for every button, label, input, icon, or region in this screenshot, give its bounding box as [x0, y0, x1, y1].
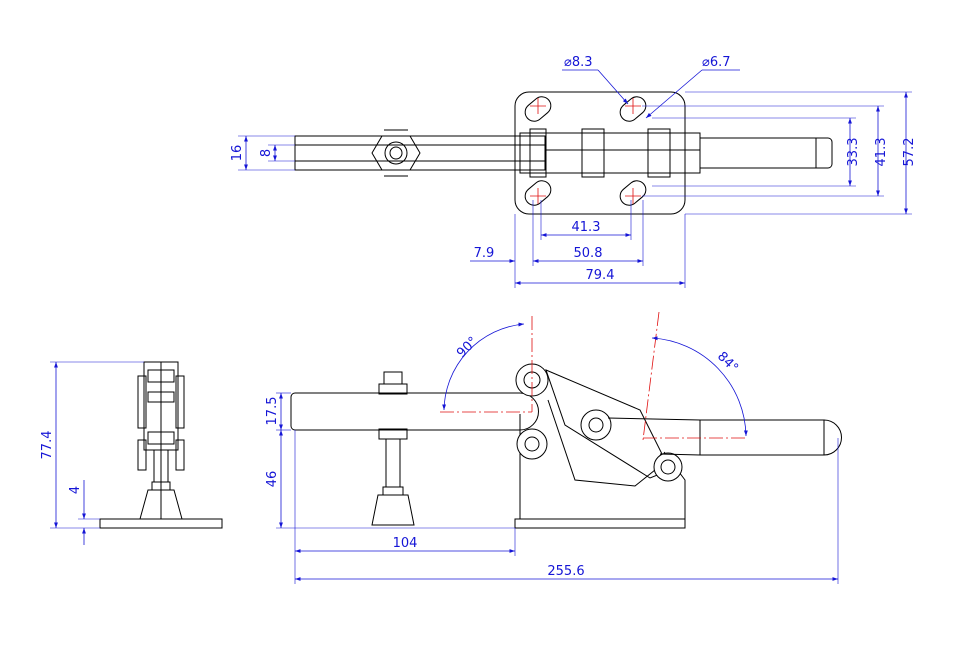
- dim-hole-small-dia: ⌀6.7: [702, 55, 731, 70]
- end-view-base-plate: [99, 518, 223, 529]
- dim-angle-90: 90°: [454, 334, 481, 361]
- dim-spacing-50-8: 50.8: [574, 246, 603, 261]
- end-view: 77.4 4: [40, 361, 223, 545]
- front-view-handle-grip: [699, 419, 825, 456]
- dim-base-79-4: 79.4: [586, 268, 615, 283]
- dim-hole-large-dia: ⌀8.3: [564, 55, 593, 70]
- front-view-spindle-tip: [371, 494, 415, 526]
- dim-length-255-6: 255.6: [547, 564, 584, 579]
- top-view: 16 8 ⌀8.3 ⌀6.7 33.3 41.3 57.2: [230, 55, 917, 288]
- top-view-spindle-nut: [371, 135, 421, 171]
- dim-height-41-3-right: 41.3: [874, 138, 889, 167]
- top-view-mounting-holes: [524, 96, 647, 206]
- top-view-dimensions: 16 8 ⌀8.3 ⌀6.7 33.3 41.3 57.2: [230, 55, 917, 288]
- top-view-handle: [699, 137, 833, 169]
- dim-height-57-2: 57.2: [902, 138, 917, 167]
- front-view: 90° 84° 17.5 46 104 255.6: [265, 311, 842, 584]
- dim-offset-7-9: 7.9: [474, 246, 495, 261]
- top-view-arm: [294, 135, 546, 171]
- dim-height-46: 46: [265, 471, 280, 488]
- front-view-base-plate: [514, 518, 686, 529]
- dim-height-77-4: 77.4: [40, 431, 55, 460]
- dim-height-17-5: 17.5: [265, 397, 280, 426]
- dim-height-33-3: 33.3: [846, 138, 861, 167]
- dim-thickness-4: 4: [68, 486, 83, 494]
- top-view-base-plate: [514, 91, 686, 215]
- dim-length-104: 104: [393, 536, 418, 551]
- dim-spacing-41-3: 41.3: [572, 220, 601, 235]
- front-view-arm: [290, 392, 539, 431]
- dim-width-8: 8: [259, 149, 274, 157]
- dim-width-16: 16: [230, 145, 245, 162]
- dim-angle-84: 84°: [714, 349, 741, 376]
